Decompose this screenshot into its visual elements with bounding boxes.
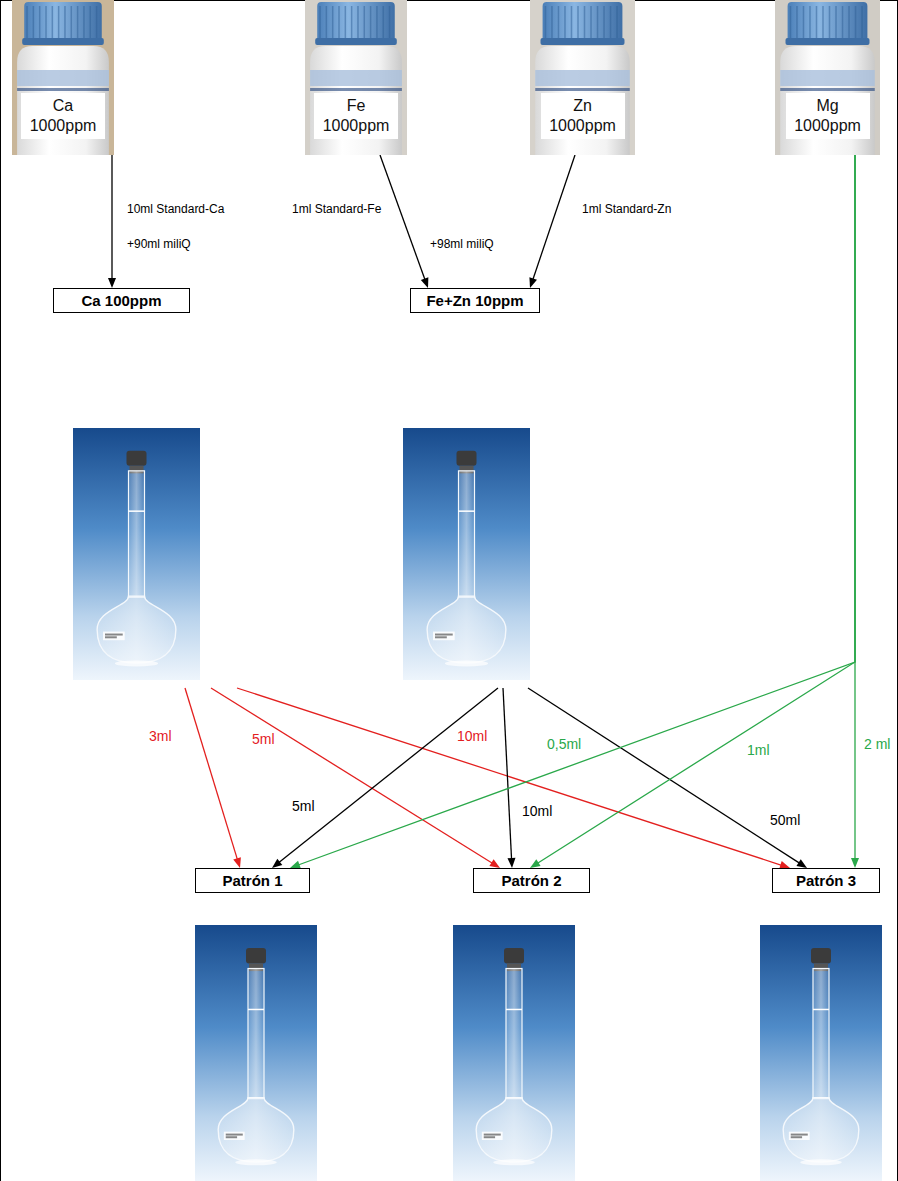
arrowhead: [272, 859, 282, 868]
solution-flask: Patrón 1: [195, 868, 320, 1181]
connector-line: [237, 688, 782, 866]
volume-label: 10ml: [520, 803, 554, 819]
volume-label: 10ml: [455, 728, 489, 744]
dilution-arrow: [108, 155, 116, 288]
connector-line: [298, 155, 855, 865]
dilution-arrow: [237, 688, 790, 869]
dilution-arrow: [290, 155, 855, 868]
stock-bottle: Mg 1000ppm: [775, 0, 880, 155]
dilution-arrow: [272, 688, 498, 868]
connector-line: [111, 155, 112, 280]
solution-flask: Patrón 3: [760, 868, 885, 1181]
volumetric-flask-picture: [453, 925, 575, 1181]
dilution-arrow: [503, 688, 515, 868]
volume-label: 50ml: [768, 812, 802, 828]
volume-label: 5ml: [250, 731, 277, 747]
volume-label: 2 ml: [862, 736, 892, 752]
bottle-label: Zn 1000ppm: [541, 93, 625, 139]
diluent-note: +90ml miliQ: [125, 238, 193, 252]
solution-flask: Fe+Zn 10ppm: [403, 288, 543, 688]
dilution-arrow: [529, 155, 575, 288]
connector-line: [211, 688, 493, 864]
solution-name-box: Patrón 3: [772, 868, 880, 893]
connector-line: [537, 155, 855, 864]
arrowhead: [530, 859, 541, 868]
volume-label: 5ml: [290, 798, 317, 814]
volumetric-flask-picture: [73, 428, 200, 680]
volumetric-flask-picture: [195, 925, 317, 1181]
connector-line: [528, 688, 800, 864]
volumetric-flask-picture: [403, 428, 530, 680]
volumetric-flask-picture: [760, 925, 882, 1181]
connector-line: [533, 155, 575, 280]
volume-label: 1ml Standard-Fe: [290, 203, 383, 217]
bottle-label: Ca 1000ppm: [21, 93, 105, 139]
dilution-arrow: [528, 688, 807, 868]
solution-name-box: Ca 100ppm: [53, 288, 190, 313]
connector-line: [503, 688, 512, 860]
stock-bottle: Zn 1000ppm: [530, 0, 635, 155]
volume-label: 1ml: [745, 742, 772, 758]
solution-name-box: Patrón 2: [473, 868, 590, 893]
dilution-arrow: [851, 155, 859, 868]
solution-name-box: Fe+Zn 10ppm: [410, 288, 540, 313]
arrowhead: [489, 859, 500, 868]
arrowhead: [796, 859, 807, 868]
stock-bottle: Fe 1000ppm: [305, 0, 407, 155]
bottle-label: Fe 1000ppm: [314, 93, 398, 139]
connector-line: [278, 688, 498, 863]
connector-line: [185, 688, 238, 860]
solution-flask: Patrón 2: [453, 868, 593, 1181]
dilution-arrow: [530, 155, 855, 868]
connector-line: [380, 155, 425, 280]
volume-label: 0,5ml: [545, 736, 583, 752]
diluent-note: +98ml miliQ: [428, 238, 496, 252]
volume-label: 1ml Standard-Zn: [580, 203, 673, 217]
dilution-arrow: [185, 688, 241, 868]
stock-bottle: Ca 1000ppm: [12, 0, 114, 155]
connector-line: [854, 155, 855, 860]
dilution-arrow: [380, 155, 428, 288]
dilution-arrow: [211, 688, 500, 868]
solution-flask: Ca 100ppm: [53, 288, 243, 688]
solution-name-box: Patrón 1: [195, 868, 310, 893]
volume-label: 10ml Standard-Ca: [125, 203, 226, 217]
volume-label: 3ml: [147, 728, 174, 744]
bottle-label: Mg 1000ppm: [786, 93, 870, 139]
